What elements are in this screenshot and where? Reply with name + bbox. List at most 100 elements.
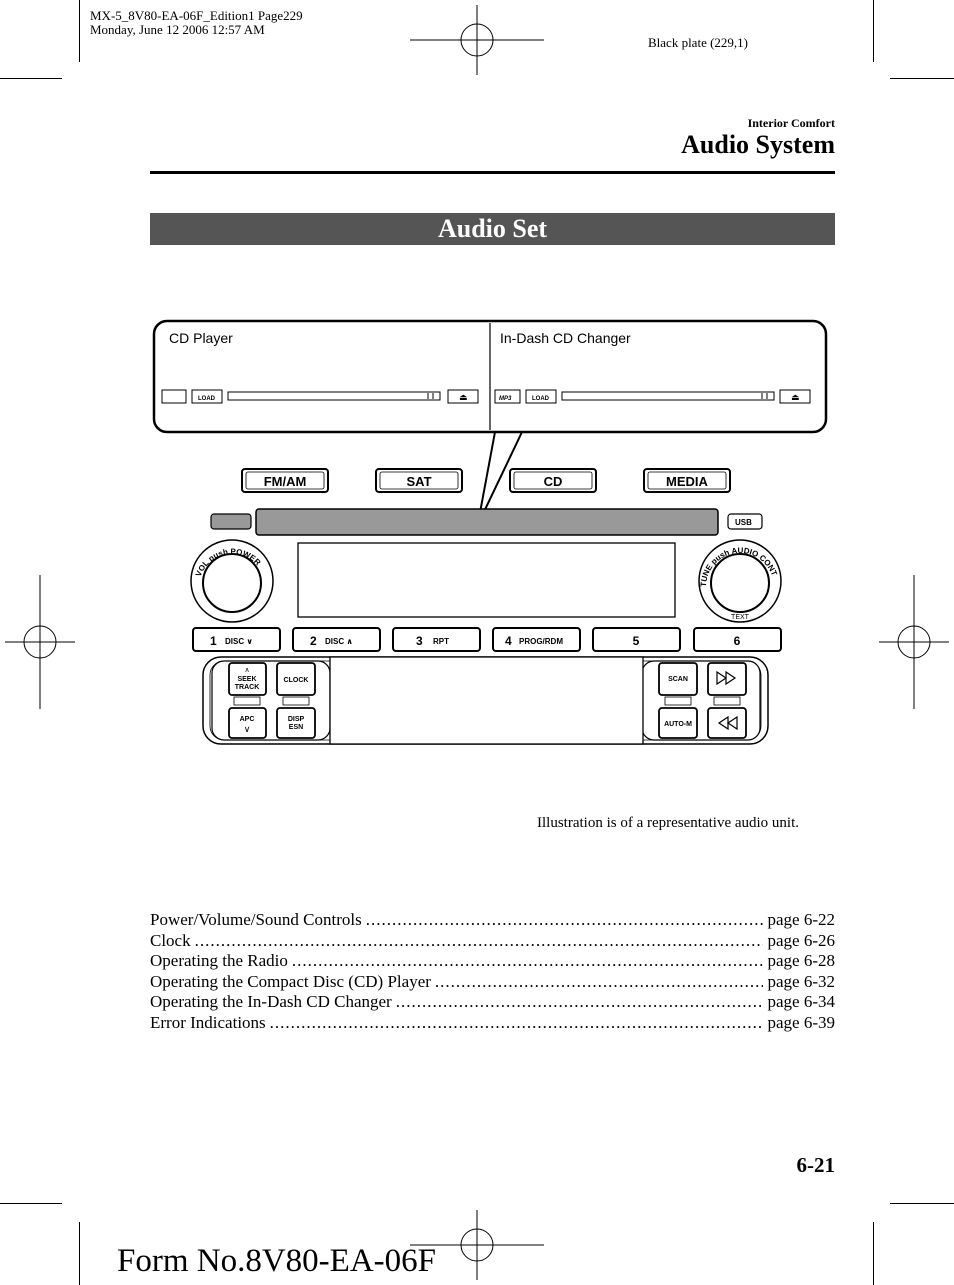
topic-page: page 6-26 (767, 930, 835, 950)
topic-title: Power/Volume/Sound Controls (150, 910, 362, 929)
cd-slot (227, 391, 441, 401)
list-item[interactable]: Operating the Radio page 6-28 (150, 951, 835, 972)
leader-dots (435, 972, 764, 993)
plate-label: Black plate (229,1) (648, 35, 748, 50)
fast-forward-button (707, 662, 747, 696)
leader-dots (195, 931, 764, 952)
svg-text:⏏: ⏏ (791, 392, 800, 402)
preset-buttons: 1 DISC ∨ 2 DISC ∧ 3 RPT 4 PROG/RDM 5 6 (192, 627, 782, 652)
section-label: Interior Comfort (747, 116, 835, 130)
topic-page: page 6-34 (767, 992, 835, 1012)
preset-num: 6 (734, 634, 741, 648)
topic-page: page 6-22 (767, 910, 835, 929)
eject-button (447, 389, 479, 404)
crop-mark (79, 1222, 80, 1285)
scan-button (658, 662, 698, 696)
crop-mark (0, 78, 62, 79)
list-item[interactable]: Error Indications page 6-39 (150, 1013, 835, 1034)
track-label: TRACK (235, 684, 260, 691)
svg-text:∨: ∨ (244, 724, 251, 734)
crop-mark (890, 78, 954, 79)
topic-page: page 6-28 (767, 951, 835, 971)
display-screen (297, 542, 676, 618)
topic-title: Operating the Compact Disc (CD) Player (150, 971, 431, 991)
svg-text:∧: ∧ (244, 667, 249, 674)
print-file-line: MX-5_8V80-EA-06F_Edition1 Page229 (90, 8, 303, 23)
seek-button (228, 662, 267, 696)
topic-title: Error Indications (150, 1012, 266, 1032)
list-item[interactable]: Operating the In-Dash CD Changer page 6-… (150, 992, 835, 1013)
preset-sub: DISC ∧ (325, 637, 353, 646)
preset-num: 1 (210, 634, 217, 648)
preset-num: 5 (633, 634, 640, 648)
seek-label: SEEK (237, 676, 256, 683)
clock-label: CLOCK (284, 677, 309, 684)
topic-title: Operating the Radio (150, 951, 288, 971)
preset-sub: PROG/RDM (519, 637, 563, 646)
list-item[interactable]: Clock page 6-26 (150, 931, 835, 952)
registration-mark-bottom (410, 1210, 544, 1280)
leader-dots (270, 1013, 764, 1034)
registration-mark-top (410, 5, 544, 75)
mp3-label: MP3 (499, 396, 512, 402)
fm-am-label: FM/AM (264, 474, 307, 489)
eject-button (779, 389, 811, 404)
preset-num: 2 (310, 634, 317, 648)
changer-slot (561, 391, 775, 401)
text-label: TEXT (731, 614, 750, 621)
crop-mark (79, 0, 80, 62)
sat-button (375, 468, 463, 493)
load-label: LOAD (198, 396, 216, 402)
preset-button-6 (693, 627, 782, 652)
esn-label: ESN (289, 724, 303, 731)
preset-sub: DISC ∨ (225, 637, 253, 646)
section-banner: Audio Set (150, 213, 835, 245)
media-label: MEDIA (666, 474, 709, 489)
load-label: LOAD (532, 396, 550, 402)
leader-dots (292, 951, 764, 972)
auto-memory-label: AUTO-M (664, 721, 692, 728)
apc-button (228, 707, 267, 739)
preset-sub: RPT (433, 637, 449, 646)
registration-mark-left (5, 575, 75, 709)
cd-label: CD (544, 474, 563, 489)
media-button (643, 468, 731, 493)
list-item[interactable]: Power/Volume/Sound Controls page 6-22 (150, 910, 835, 931)
form-number: Form No.8V80-EA-06F (117, 1243, 436, 1279)
center-compartment (329, 656, 644, 745)
page-title: Audio System (681, 130, 835, 159)
audio-unit-illustration: CD Player In-Dash CD Changer LOAD ⏏ MP3 … (152, 319, 828, 745)
svg-text:⏏: ⏏ (459, 392, 468, 402)
preset-num: 4 (505, 634, 512, 648)
mode-buttons: FM/AM SAT CD MEDIA (241, 468, 731, 493)
fm-am-button (241, 468, 329, 493)
illustration-caption: Illustration is of a representative audi… (537, 815, 800, 831)
clock-button (276, 662, 316, 696)
tune-knob (710, 553, 770, 613)
preset-button-1 (192, 627, 281, 652)
topic-list: Power/Volume/Sound Controls page 6-22 Cl… (150, 910, 835, 1034)
leader-dots (396, 992, 764, 1013)
sat-label: SAT (406, 474, 431, 489)
scan-label: SCAN (668, 676, 688, 683)
list-item[interactable]: Operating the Compact Disc (CD) Player p… (150, 972, 835, 993)
topic-title: Operating the In-Dash CD Changer (150, 992, 392, 1012)
topic-page: page 6-39 (767, 1012, 835, 1032)
crop-mark (890, 1203, 954, 1204)
cd-button (509, 468, 597, 493)
registration-mark-right (879, 575, 949, 709)
topic-title: Clock (150, 930, 191, 950)
apc-label: APC (240, 716, 255, 723)
preset-button-2 (292, 627, 381, 652)
disp-button (276, 707, 316, 739)
svg-text:USB: USB (735, 518, 752, 527)
disp-label: DISP (288, 716, 305, 723)
page-number: 6-21 (796, 1153, 836, 1177)
header-rule (150, 171, 835, 174)
preset-button-5 (592, 627, 681, 652)
usb-badge (727, 513, 763, 530)
cd-player-label: CD Player (169, 330, 233, 346)
auto-memory-button (658, 707, 698, 739)
preset-button-4 (492, 627, 581, 652)
crop-mark (0, 1203, 62, 1204)
